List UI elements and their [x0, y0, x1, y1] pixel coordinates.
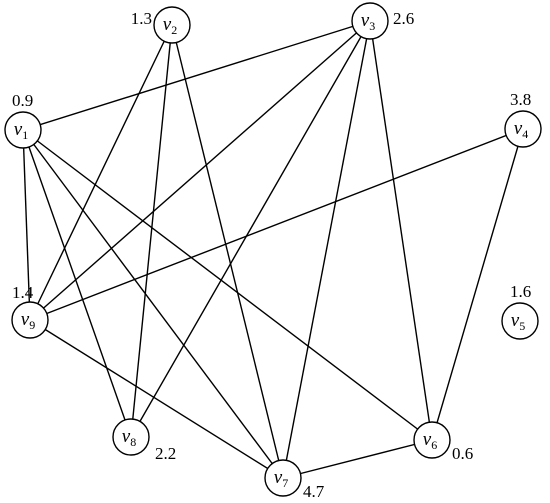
node-v5: v5 1.6 — [501, 282, 539, 340]
node-circle-v6 — [413, 421, 451, 459]
node-weight-v2: 1.3 — [131, 9, 152, 28]
node-symbol: v — [514, 118, 523, 139]
edge-v4-v9 — [29, 128, 524, 321]
node-weight-v6: 0.6 — [452, 444, 473, 463]
node-subscript: 2 — [171, 23, 177, 37]
edge-v2-v7 — [171, 24, 284, 479]
node-subscript: 9 — [29, 318, 35, 332]
edge-v1-v9 — [22, 129, 31, 321]
node-subscript: 1 — [22, 128, 28, 142]
edge-v4-v6 — [431, 128, 524, 441]
node-label-v5: v5 — [511, 310, 525, 333]
node-circle-v8 — [112, 418, 150, 456]
node-weight-v7: 4.7 — [303, 482, 325, 501]
node-circle-v4 — [504, 110, 542, 148]
node-weight-v8: 2.2 — [155, 444, 176, 463]
node-v8: v8 2.2 — [112, 418, 176, 463]
node-label-v6: v6 — [423, 429, 437, 452]
node-circle-v3 — [351, 2, 389, 40]
edge-v2-v8 — [130, 24, 173, 438]
node-weight-v5: 1.6 — [510, 282, 531, 301]
node-circle-v2 — [153, 6, 191, 44]
edge-v1-v8 — [22, 129, 132, 438]
node-subscript: 6 — [431, 438, 437, 452]
node-weight-v9: 1.4 — [12, 283, 34, 302]
node-circle-v7 — [264, 459, 302, 497]
node-symbol: v — [361, 10, 370, 31]
node-circle-v5 — [501, 302, 539, 340]
node-label-v3: v3 — [361, 10, 375, 33]
node-weight-v4: 3.8 — [510, 90, 531, 109]
node-v6: v6 0.6 — [413, 421, 473, 463]
node-subscript: 3 — [369, 19, 375, 33]
node-v1: v1 0.9 — [4, 91, 42, 149]
node-subscript: 4 — [522, 127, 528, 141]
node-weight-v3: 2.6 — [393, 9, 414, 28]
node-v7: v7 4.7 — [264, 459, 325, 501]
node-symbol: v — [163, 14, 172, 35]
node-symbol: v — [21, 309, 30, 330]
node-circle-v9 — [11, 301, 49, 339]
node-symbol: v — [14, 119, 23, 140]
node-label-v9: v9 — [21, 309, 35, 332]
node-v4: v4 3.8 — [504, 90, 542, 148]
node-subscript: 8 — [130, 435, 136, 449]
node-symbol: v — [511, 310, 520, 331]
node-symbol: v — [122, 426, 131, 447]
edges-layer — [22, 20, 524, 479]
edge-v7-v6 — [282, 439, 433, 479]
node-label-v2: v2 — [163, 14, 177, 37]
edge-v9-v7 — [29, 319, 284, 479]
node-symbol: v — [423, 429, 432, 450]
edge-v3-v7 — [282, 20, 371, 479]
node-v3: v3 2.6 — [351, 2, 414, 40]
edge-v3-v9 — [29, 20, 371, 321]
edge-v1-v6 — [22, 129, 433, 441]
node-circle-v1 — [4, 111, 42, 149]
node-subscript: 7 — [282, 476, 288, 490]
edge-v3-v8 — [130, 20, 371, 438]
edge-v1-v7 — [22, 129, 284, 479]
node-v9: v9 1.4 — [11, 283, 49, 339]
node-label-v8: v8 — [122, 426, 136, 449]
node-subscript: 5 — [519, 319, 525, 333]
node-v2: v2 1.3 — [131, 6, 191, 44]
edge-v1-v3 — [22, 20, 371, 131]
node-label-v4: v4 — [514, 118, 528, 141]
node-label-v7: v7 — [274, 467, 288, 490]
node-weight-v1: 0.9 — [12, 91, 33, 110]
node-label-v1: v1 — [14, 119, 28, 142]
edge-v2-v9 — [29, 24, 173, 321]
edge-v3-v6 — [369, 20, 433, 441]
node-symbol: v — [274, 467, 283, 488]
